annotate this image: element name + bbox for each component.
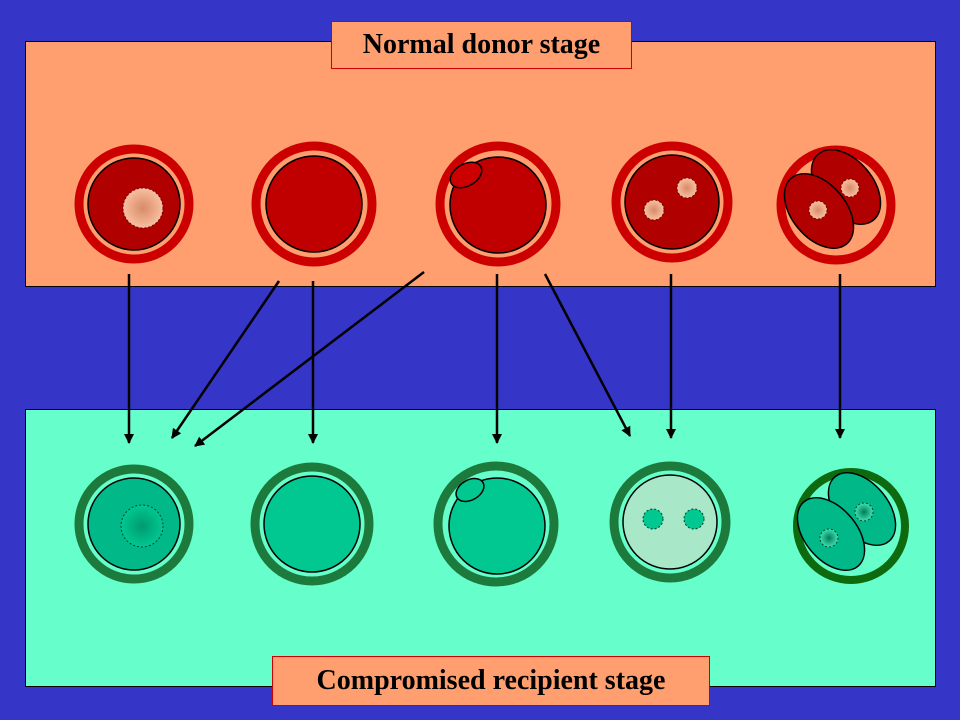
arrow-2-to-1: [170, 280, 281, 439]
donor-stage-label: Normal donor stage: [331, 21, 632, 69]
recipient-polar-body: [455, 477, 485, 503]
donor-embryo-1: [74, 144, 194, 264]
donor-embryo-5: [776, 145, 896, 265]
donor-polar-body: [449, 161, 483, 189]
recipient-embryo-3: [433, 461, 559, 587]
transfer-arrows: [124, 271, 845, 447]
arrow-3-to-4: [543, 273, 632, 437]
donor-embryo-2: [251, 141, 377, 267]
recipient-embryo-5: [793, 468, 909, 584]
recipient-embryo-4: [609, 461, 731, 583]
donor-embryo-4: [611, 141, 733, 263]
donor-nucleus: [122, 187, 164, 229]
donor-embryo-3: [435, 141, 561, 267]
recipient-embryo-2: [250, 462, 374, 586]
recipient-stage-label: Compromised recipient stage: [272, 656, 710, 706]
recipient-embryo-1: [74, 464, 194, 584]
arrow-3-to-1: [194, 271, 425, 447]
